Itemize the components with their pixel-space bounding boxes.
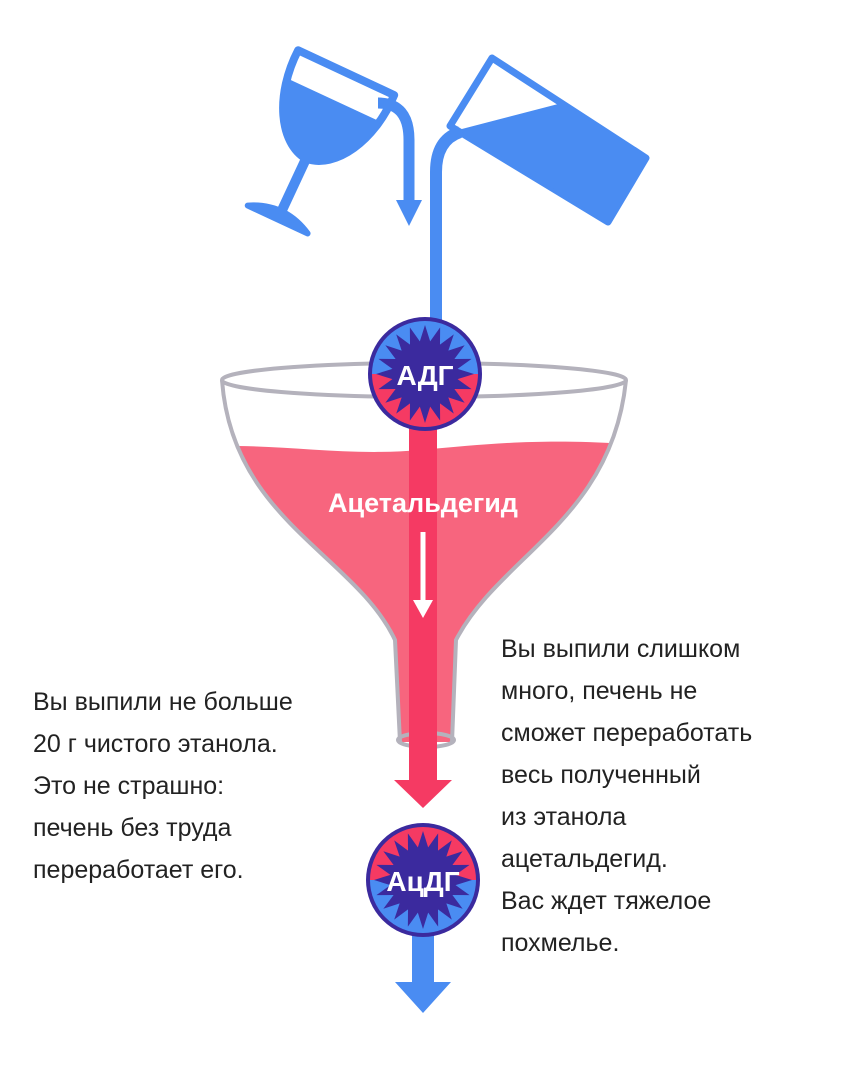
caption-left-line: Вы выпили не больше — [33, 681, 293, 723]
jug-stream — [436, 132, 460, 345]
caption-left-line: Это не страшно: — [33, 765, 293, 807]
enzyme-gear-icon: АцДГ — [366, 823, 480, 937]
flow-arrow — [394, 780, 452, 808]
output-arrow — [395, 982, 451, 1013]
caption-left-line: печень без труда — [33, 807, 293, 849]
caption-right-line: из этанола — [501, 796, 752, 838]
caption-left-line: 20 г чистого этанола. — [33, 723, 293, 765]
caption-right-line: ацетальдегид. — [501, 838, 752, 880]
measuring-jug-icon — [450, 58, 646, 222]
wine-stream-arrow — [396, 200, 422, 226]
enzyme-bottom-label: АцДГ — [386, 866, 459, 897]
wine-glass-icon — [230, 50, 395, 242]
enzyme-top-label: АДГ — [396, 360, 453, 391]
enzyme-gear-icon: АДГ — [368, 317, 482, 431]
funnel-label: Ацетальдегид — [328, 488, 518, 518]
caption-right-line: весь полученный — [501, 754, 752, 796]
caption-right-line: похмелье. — [501, 922, 752, 964]
caption-left: Вы выпили не больше 20 г чистого этанола… — [33, 681, 293, 891]
caption-left-line: переработает его. — [33, 849, 293, 891]
caption-right-line: много, печень не — [501, 670, 752, 712]
caption-right-line: сможет переработать — [501, 712, 752, 754]
caption-right-line: Вы выпили слишком — [501, 628, 752, 670]
caption-right-line: Вас ждет тяжелое — [501, 880, 752, 922]
caption-right: Вы выпили слишком много, печень не сможе… — [501, 628, 752, 964]
